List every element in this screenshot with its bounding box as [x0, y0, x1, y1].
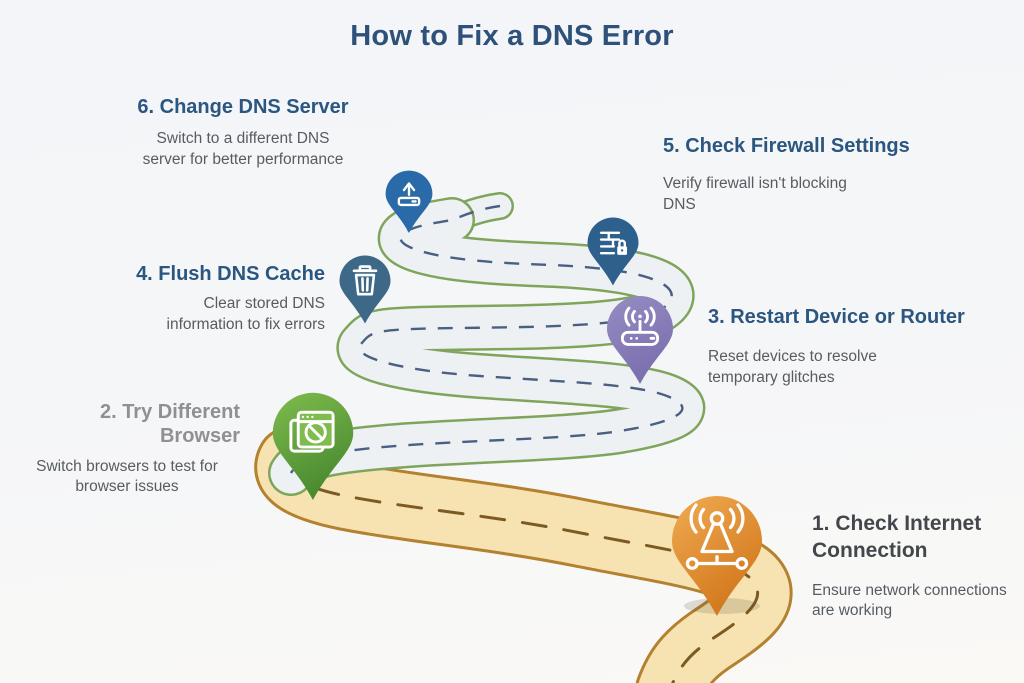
- step-2-description: Switch browsers to test for browser issu…: [36, 457, 218, 496]
- map-pin-step3: [607, 296, 673, 384]
- firewall-icon: [599, 231, 628, 255]
- step-6: 6. Change DNS Server Switch to a differe…: [118, 95, 368, 171]
- pin-body: [587, 217, 639, 286]
- page-title: How to Fix a DNS Error: [350, 20, 674, 52]
- pin-body: [339, 255, 391, 324]
- antenna-icon: [685, 503, 749, 570]
- router-icon: [620, 306, 660, 346]
- map-pin-step6: [385, 170, 433, 233]
- pin-body: [385, 170, 433, 233]
- browser-blocked-icon: [289, 410, 335, 453]
- pin-body: [607, 296, 673, 384]
- trash-icon: [352, 265, 378, 296]
- step-6-description: Switch to a different DNS server for bet…: [142, 130, 344, 168]
- step-2-heading: 2. Try Different Browser: [99, 401, 240, 448]
- map-pin-step4: [339, 255, 391, 324]
- map-pin-step1: [672, 496, 762, 616]
- map-pin-step5: [587, 217, 639, 286]
- step-6-heading: 6. Change DNS Server: [137, 96, 349, 118]
- road-upper-centerline: [289, 204, 684, 474]
- road-upper: [268, 192, 706, 496]
- step-2: 2. Try Different Browser Switch browsers…: [18, 400, 240, 498]
- step-4-description: Clear stored DNS information to fix erro…: [166, 295, 326, 333]
- upload-icon: [397, 182, 421, 207]
- step-5-description: Verify firewall isn't blocking DNS: [663, 175, 847, 213]
- step-3: 3. Restart Device or Router Reset device…: [708, 305, 1008, 389]
- step-3-heading: 3. Restart Device or Router: [708, 306, 965, 328]
- road-lower-surface: [257, 429, 790, 683]
- step-4: 4. Flush DNS Cache Clear stored DNS info…: [90, 262, 325, 336]
- step-1-heading: 1. Check Internet Connection: [812, 512, 982, 562]
- step-5: 5. Check Firewall Settings Verify firewa…: [663, 134, 923, 216]
- road-lower: [254, 426, 793, 683]
- step-1-description: Ensure network connections are working: [812, 581, 1007, 620]
- step-5-heading: 5. Check Firewall Settings: [663, 135, 910, 157]
- step-1: 1. Check Internet Connection Ensure netw…: [812, 511, 1024, 622]
- map-pin-step2: [272, 392, 354, 500]
- step-3-description: Reset devices to resolve temporary glitc…: [708, 348, 877, 386]
- step-4-heading: 4. Flush DNS Cache: [136, 263, 325, 285]
